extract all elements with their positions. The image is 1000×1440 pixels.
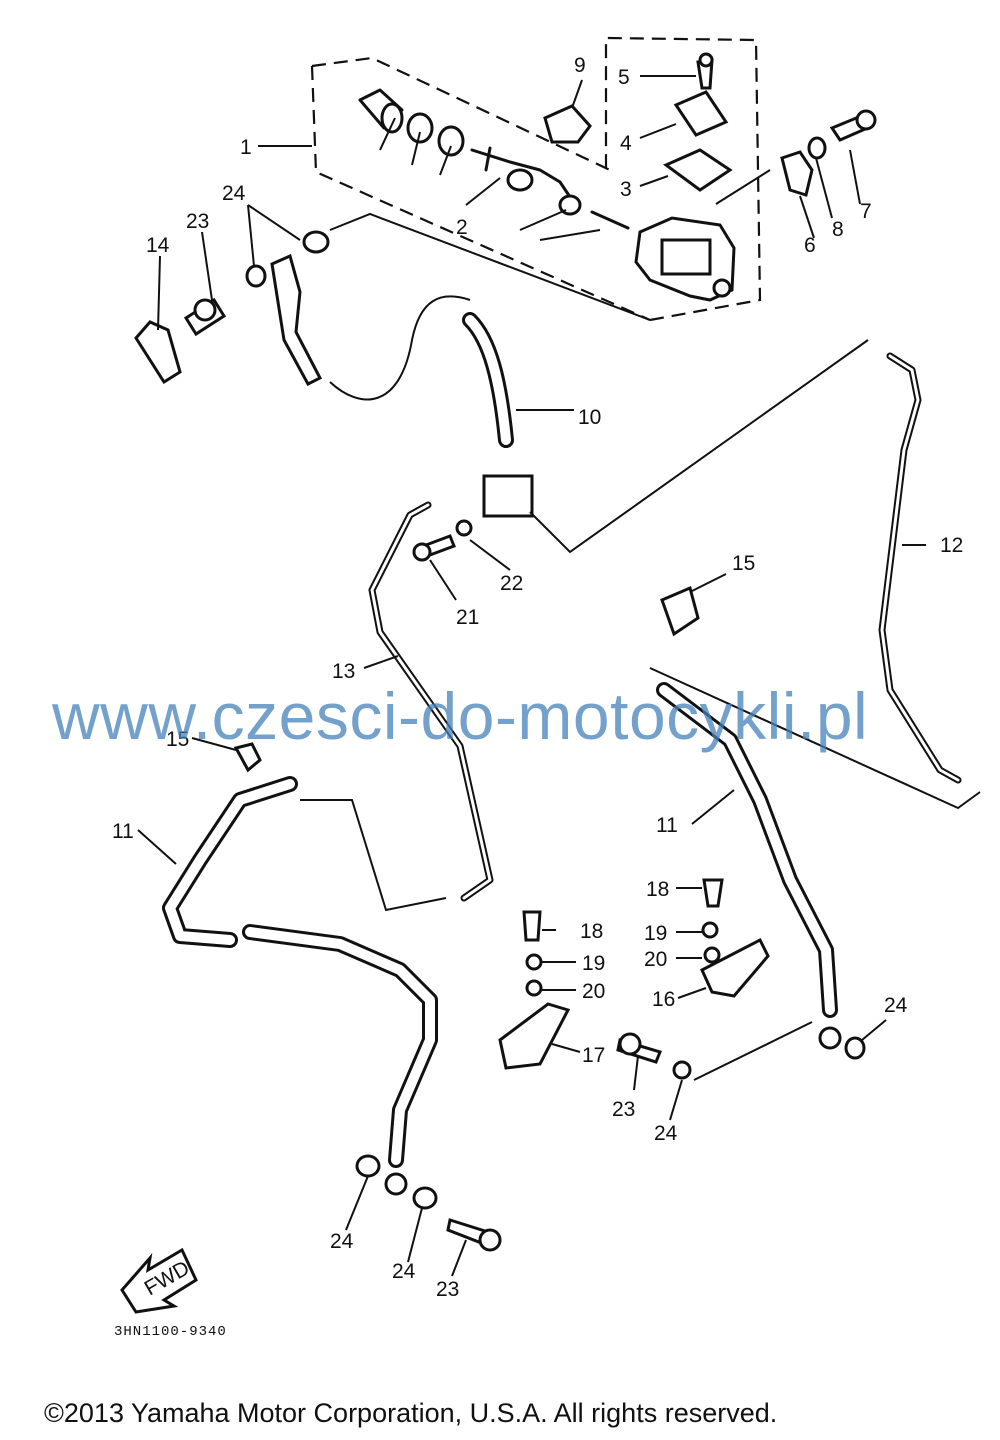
callout-22: 22 — [500, 572, 523, 595]
leader-lines — [137, 75, 926, 1277]
callout-7: 7 — [860, 200, 872, 223]
callout-10: 10 — [578, 406, 601, 429]
brake-hose-11-left — [162, 742, 438, 1196]
callout-21: 21 — [456, 606, 479, 629]
callout-19-left: 19 — [582, 952, 605, 975]
hose-clip-15-right — [660, 585, 700, 637]
callout-18-right: 18 — [646, 878, 669, 901]
callout-14: 14 — [146, 234, 170, 257]
master-cylinder-body — [634, 216, 736, 302]
callout-24-top: 24 — [222, 182, 246, 205]
callout-16: 16 — [652, 988, 675, 1011]
callout-6: 6 — [804, 234, 816, 257]
copyright-notice: ©2013 Yamaha Motor Corporation, U.S.A. A… — [44, 1398, 778, 1428]
watermark: www.czesci-do-motocykli.pl — [52, 679, 869, 753]
piston-kit-parts — [358, 88, 630, 241]
union-bolt-21-washer-22 — [412, 519, 473, 562]
callout-23-bottom: 23 — [436, 1278, 459, 1301]
callout-23-top: 23 — [186, 210, 209, 233]
callout-15-right: 15 — [732, 552, 755, 575]
callout-24-bottom-left: 24 — [330, 1230, 354, 1253]
callout-12: 12 — [940, 534, 963, 557]
callout-1: 1 — [240, 136, 252, 159]
callout-numbers: 1 2 3 4 5 6 7 8 9 10 11 11 12 13 14 15 1… — [112, 54, 963, 1301]
brake-pipe-13 — [300, 501, 494, 912]
callout-24-middle: 24 — [654, 1122, 678, 1145]
fwd-arrow: FWD — [120, 1247, 198, 1314]
master-cylinder-assembly-outline — [310, 36, 762, 322]
diagram-code: 3HN1100-9340 — [114, 1324, 227, 1340]
callout-11-right: 11 — [656, 814, 678, 837]
callout-24-bottom: 24 — [392, 1260, 416, 1283]
reservoir-cap-parts — [663, 52, 733, 192]
callout-4: 4 — [620, 132, 632, 155]
callout-15-left: 15 — [166, 728, 189, 751]
callout-3: 3 — [620, 178, 632, 201]
callout-17: 17 — [582, 1044, 605, 1067]
upper-left-fittings — [134, 204, 651, 386]
lower-left-hardware — [355, 1154, 502, 1252]
callout-11-left: 11 — [112, 820, 134, 843]
callout-2: 2 — [456, 216, 468, 239]
callout-20-right: 20 — [644, 948, 667, 971]
callout-13: 13 — [332, 660, 355, 683]
brake-pipe-12 — [529, 339, 981, 810]
callout-24-right: 24 — [884, 994, 908, 1017]
callout-23-middle: 23 — [612, 1098, 635, 1121]
callout-8: 8 — [832, 218, 844, 241]
callout-5: 5 — [618, 66, 630, 89]
brake-hose-11-right — [656, 682, 842, 1050]
hose-brackets-and-hardware — [498, 878, 866, 1081]
lever-boot — [543, 104, 592, 144]
holder-clamp-and-bolt — [715, 109, 877, 205]
callout-19-right: 19 — [644, 922, 667, 945]
callout-20-left: 20 — [582, 980, 605, 1003]
callout-9: 9 — [574, 54, 586, 77]
callout-18-left: 18 — [580, 920, 603, 943]
brake-hose-10 — [329, 295, 534, 518]
